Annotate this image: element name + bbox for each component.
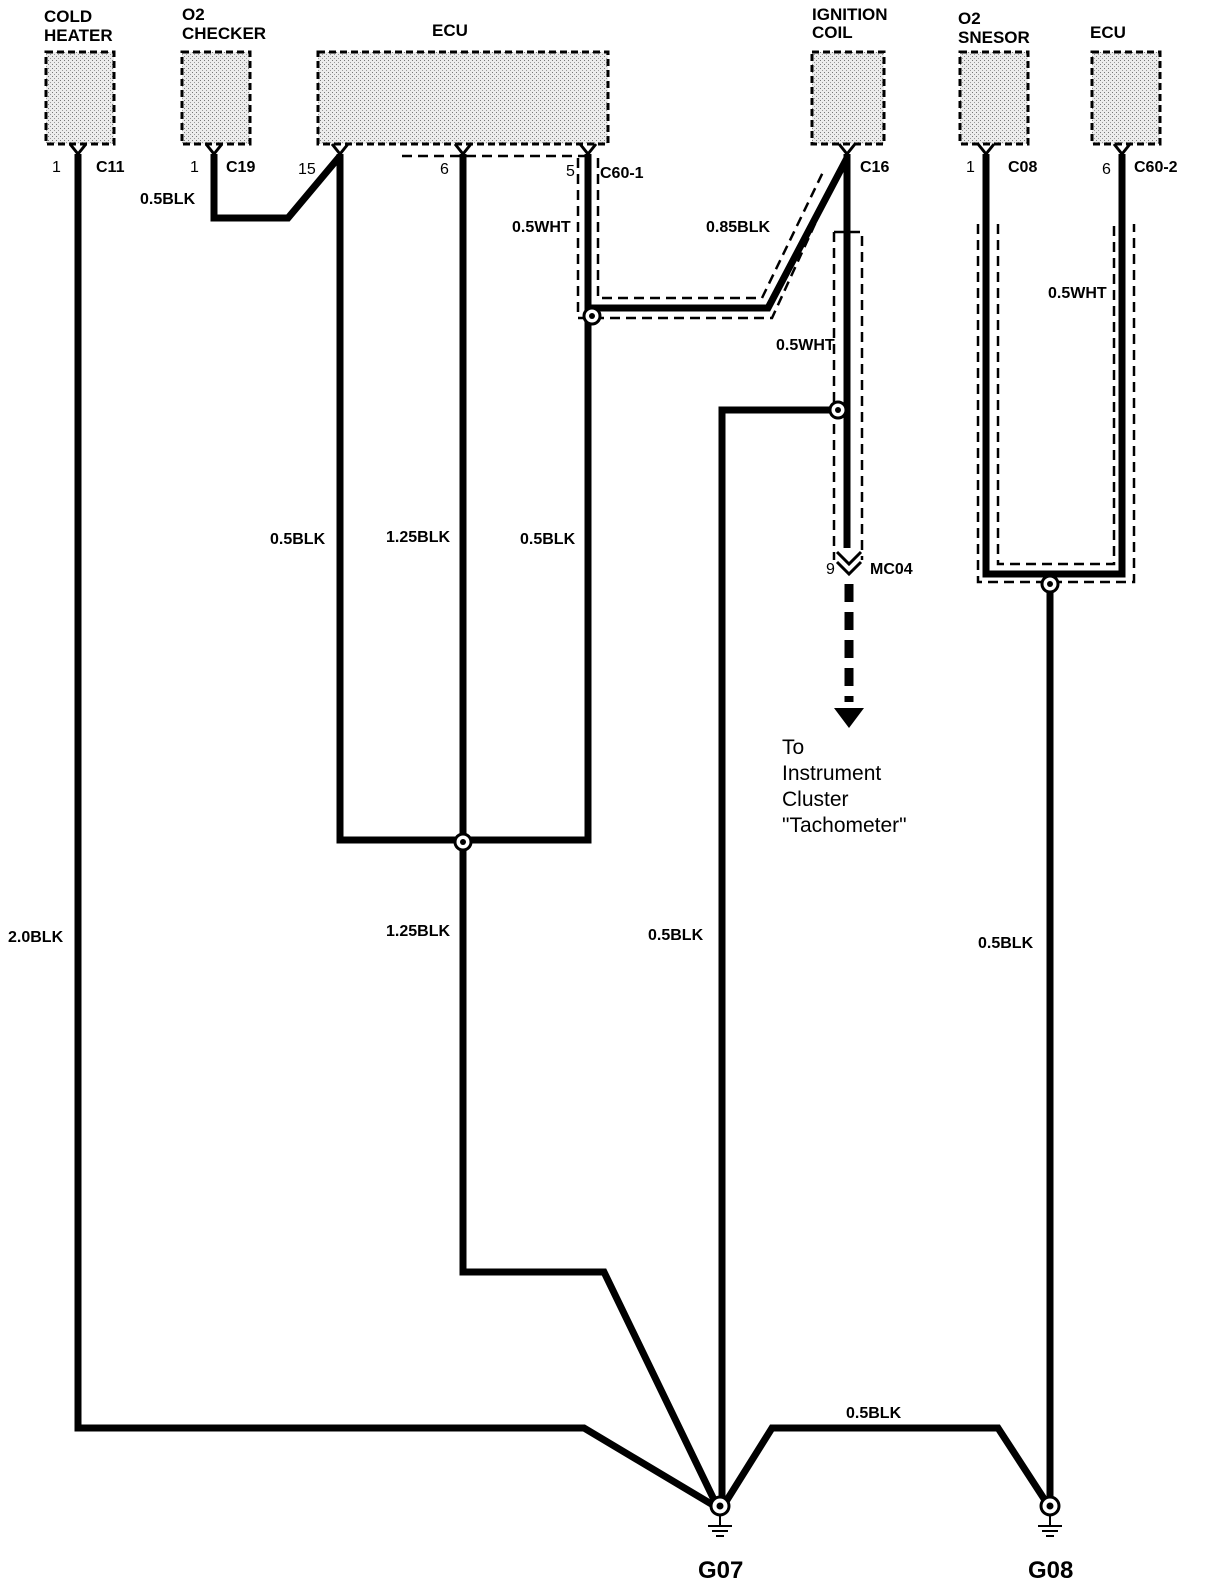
ecu-main-box [316,50,610,146]
label-ecu-main: ECU [432,21,468,40]
shield-coil-down [832,230,864,560]
pin-ecu-right: 6 [1102,161,1111,178]
wire-label-o2-down: 0.5BLK [978,935,1034,952]
cold-heater-box [44,50,116,146]
connector-c19: C19 [226,159,255,176]
wire-label-ecu5: 0.5BLK [520,531,576,548]
shield-c60-coil [576,158,838,320]
shield-o2-sensor [976,224,1136,584]
wire-label-coil-diag: 0.85BLK [706,219,770,236]
wire-coil-g07 [718,406,838,1508]
ecu-right-box [1090,50,1162,146]
pin-mc04: 9 [826,561,835,578]
connector-c08: C08 [1008,159,1037,176]
pin-ecu-5: 5 [566,163,575,180]
tachometer-destination: To Instrument Cluster "Tachometer" [782,736,907,837]
connector-c60-2: C60-2 [1134,159,1178,176]
wire-label-o2-checker: 0.5BLK [140,191,196,208]
wire-label-c60-1: 0.5WHT [512,219,571,236]
pin-o2-checker: 1 [190,159,199,176]
wire-o2-loop [982,154,1126,578]
wire-label-coil-g07: 0.5BLK [648,927,704,944]
wire-g07-g08 [719,1424,1053,1510]
wire-label-ecu15: 0.5BLK [270,531,326,548]
wire-label-main-down: 1.25BLK [386,923,450,940]
tachometer-arrowhead [834,708,864,728]
wire-label-right-shield: 0.5WHT [1048,285,1107,302]
wire-label-coil-down: 0.5WHT [776,337,835,354]
wire-label-ecu6: 1.25BLK [386,529,450,546]
wire-label-heater: 2.0BLK [8,929,64,946]
splices [453,306,1060,852]
label-ecu-right: ECU [1090,23,1126,42]
wire-heater [74,154,720,1512]
wire-ecu6 [459,154,722,1510]
pin-cold-heater: 1 [52,159,61,176]
o2-checker-box [180,50,252,146]
pin-o2-sensor: 1 [966,159,975,176]
wire-ecu5 [463,154,592,844]
ignition-coil-box [810,50,886,146]
pin-ecu-6: 6 [440,161,449,178]
wire-ecu15 [336,154,463,844]
ground-g07-symbol [708,1495,732,1537]
ground-label-g08: G08 [1028,1557,1073,1584]
connector-c60-1: C60-1 [600,165,644,182]
mc04-connector [835,550,863,577]
wire-label-g07-g08: 0.5BLK [846,1405,902,1422]
wire-c60-coil [588,156,851,312]
wires [74,153,1126,1512]
connector-c11: C11 [96,159,125,176]
ground-label-g07: G07 [698,1557,743,1584]
o2-sensor-box [958,50,1030,146]
connector-mc04: MC04 [870,561,913,578]
connector-c16: C16 [860,159,889,176]
pin-ecu-15: 15 [298,161,316,178]
wire-o2-checker [210,153,343,222]
ground-g08-symbol [1038,1495,1062,1537]
